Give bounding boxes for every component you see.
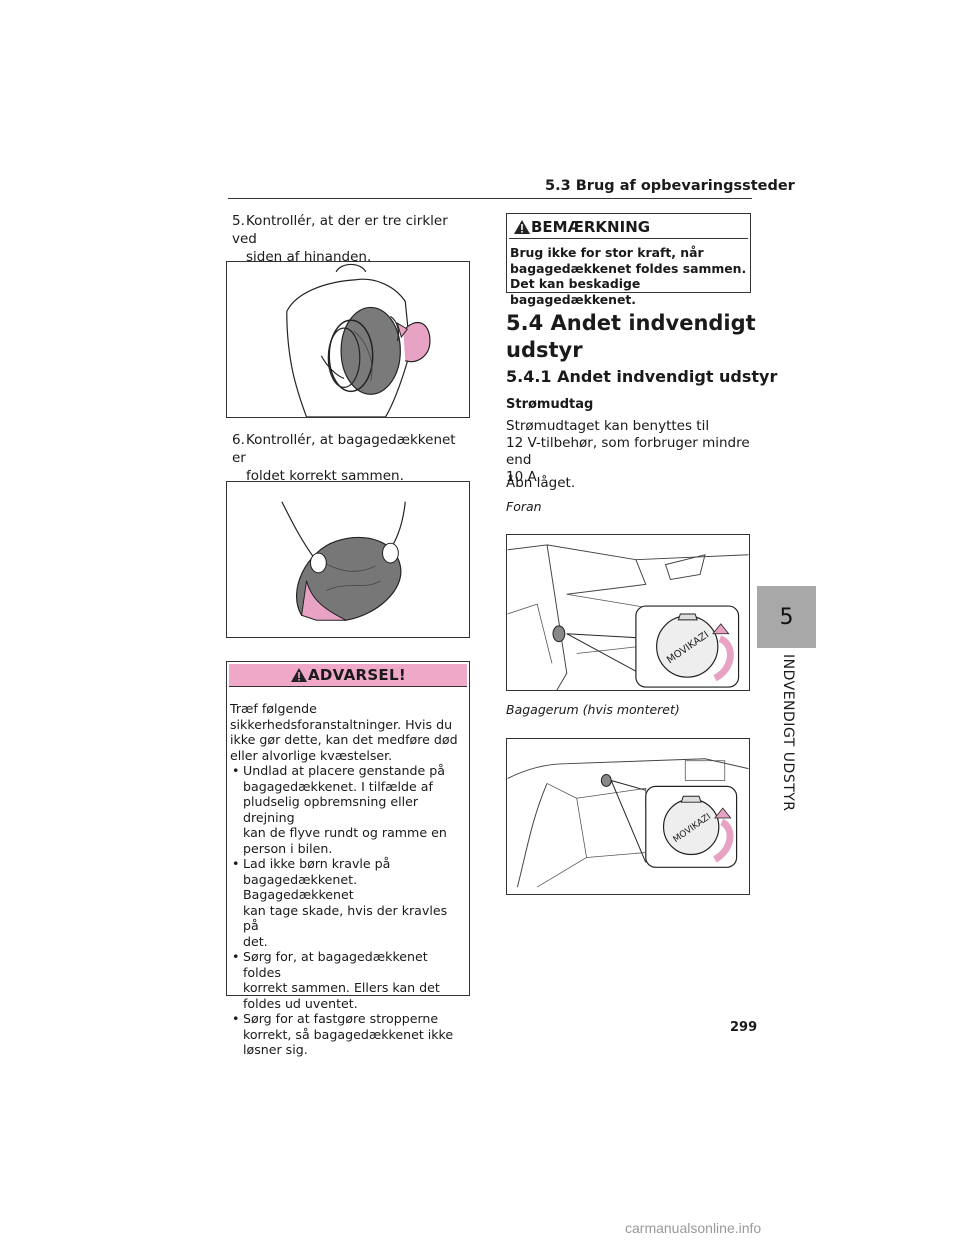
topic-heading: Strømudtag: [506, 397, 594, 412]
note-title: BEMÆRKNING: [531, 218, 651, 236]
warning-item: Lad ikke børn kravle på bagagedækkenet. …: [230, 856, 465, 949]
note-line: Det kan beskadige bagagedækkenet.: [510, 276, 641, 307]
warning-body: Træf følgende sikkerhedsforanstaltninger…: [227, 689, 469, 1058]
warning-box: ADVARSEL! Træf følgende sikkerhedsforans…: [226, 661, 470, 1057]
warning-item-line: kan de flyve rundt og ramme en: [243, 825, 447, 840]
warning-item-line: bagagedækkenet. Bagagedækkenet: [243, 871, 358, 903]
page-number: 299: [730, 1020, 758, 1035]
note-line: Brug ikke for stor kraft, når: [510, 245, 704, 260]
chapter-heading-line2: udstyr: [506, 338, 583, 362]
step-6-number: 6.: [232, 432, 245, 448]
warning-item-line: Sørg for at fastgøre stropperne: [243, 1011, 439, 1026]
warning-intro-line: Træf følgende: [230, 701, 317, 716]
chapter-tab-number: 5: [779, 604, 794, 630]
header-rule: [228, 198, 752, 199]
warning-item-line: Sørg for, at bagagedækkenet foldes: [243, 949, 428, 980]
open-lid-paragraph: Åbn låget.: [506, 475, 576, 491]
figure-folded-cover: [226, 481, 470, 638]
warning-item: Sørg for, at bagagedækkenet foldes korre…: [230, 949, 465, 1011]
warning-item-line: løsner sig.: [243, 1042, 308, 1057]
person-folding-cover-illustration: [286, 263, 431, 417]
warning-item-line: korrekt sammen. Ellers kan det: [243, 980, 440, 995]
step-6: 6.Kontrollér, at bagagedækkenet er folde…: [232, 431, 472, 485]
paragraph-line: Strømudtaget kan benyttes til: [506, 418, 710, 434]
caption-front: Foran: [506, 499, 542, 514]
figure-front-outlet: MOVIKAZI: [506, 534, 750, 691]
warning-item-line: korrekt, så bagagedækkenet ikke: [243, 1026, 454, 1042]
chapter-tab: 5: [757, 586, 816, 648]
warning-intro-line: eller alvorlige kvæstelser.: [230, 747, 393, 763]
warning-item-line: foldes ud uventet.: [243, 995, 358, 1011]
paragraph-line: 10 A.: [506, 469, 541, 485]
step-5-line1: Kontrollér, at der er tre cirkler ved: [232, 213, 448, 247]
note-header: BEMÆRKNING: [509, 216, 748, 239]
section-header: 5.3 Brug af opbevaringssteder: [545, 178, 795, 194]
warning-intro-line: ikke gør dette, kan det medføre død: [230, 732, 458, 747]
hands-holding-folded-cover-illustration: [281, 501, 406, 621]
warning-item: Undlad at placere genstande på bagagedæk…: [230, 763, 465, 856]
step-5: 5.Kontrollér, at der er tre cirkler ved …: [232, 212, 472, 266]
front-power-outlet-illustration: MOVIKAZI: [507, 544, 749, 690]
note-box: BEMÆRKNING Brug ikke for stor kraft, når…: [506, 213, 751, 307]
chapter-tab-label: INDVENDIGT UDSTYR: [780, 654, 796, 812]
sub-heading: 5.4.1 Andet indvendigt udstyr: [506, 367, 778, 386]
figure-trunk-outlet: MOVIKAZI: [506, 738, 750, 895]
warning-item-line: det.: [243, 933, 268, 949]
paragraph-line: 12 V-tilbehør, som forbruger mindre end: [506, 435, 750, 468]
note-line: bagagedækkenet foldes sammen.: [510, 260, 747, 276]
step-6-line2: foldet korrekt sammen.: [246, 468, 404, 484]
warning-item-line: kan tage skade, hvis der kravles på: [243, 902, 448, 934]
warning-list: Undlad at placere genstande på bagagedæk…: [230, 763, 465, 1058]
figure-fold-cover-rotate: [226, 261, 470, 418]
power-outlet-paragraph: Strømudtaget kan benyttes til 12 V-tilbe…: [506, 418, 756, 486]
warning-item: Sørg for at fastgøre stropperne korrekt,…: [230, 1011, 465, 1058]
warning-title: ADVARSEL!: [308, 666, 406, 684]
chapter-heading: 5.4 Andet indvendigt udstyr: [506, 310, 766, 364]
caption-trunk: Bagagerum (hvis monteret): [506, 702, 680, 717]
warning-icon: [291, 668, 308, 682]
note-body: Brug ikke for stor kraft, når bagagedækk…: [507, 239, 750, 307]
warning-intro-line: sikkerhedsforanstaltninger. Hvis du: [230, 716, 453, 732]
warning-item-line: Lad ikke børn kravle på: [243, 856, 391, 871]
trunk-power-outlet-illustration: MOVIKAZI: [507, 758, 749, 888]
step-5-number: 5.: [232, 213, 245, 229]
step-6-line1: Kontrollér, at bagagedækkenet er: [232, 432, 456, 466]
chapter-tab-label-container: INDVENDIGT UDSTYR: [752, 654, 822, 812]
chapter-heading-line1: 5.4 Andet indvendigt: [506, 311, 756, 335]
warning-item-line: person i bilen.: [243, 840, 333, 856]
watermark: carmanualsonline.info: [625, 1220, 762, 1236]
warning-header: ADVARSEL!: [229, 664, 467, 687]
caution-icon: [514, 220, 530, 234]
warning-item-line: Undlad at placere genstande på: [243, 763, 445, 778]
warning-item-line: pludselig opbremsning eller drejning: [243, 794, 419, 825]
warning-item-line: bagagedækkenet. I tilfælde af: [243, 778, 433, 794]
